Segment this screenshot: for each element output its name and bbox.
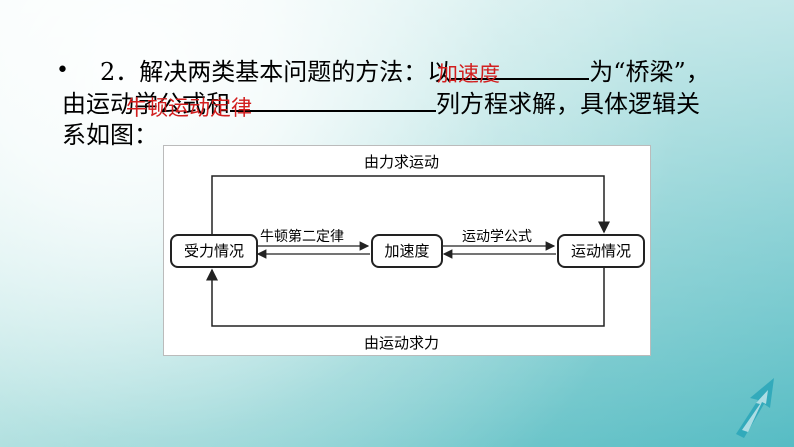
line2-suffix: 列方程求解，具体逻辑关 — [436, 90, 700, 118]
edge-right-label: 运动学公式 — [462, 229, 532, 245]
text-line-2: 由运动学公式和 列方程求解，具体逻辑关 — [62, 88, 700, 119]
bullet-marker: • — [56, 58, 69, 83]
top-loop-label: 由力求运动 — [364, 153, 440, 171]
edge-left-label: 牛顿第二定律 — [260, 229, 344, 245]
blank-2 — [230, 88, 436, 112]
answer-2: 牛顿运动定律 — [126, 96, 252, 120]
node-motion: 运动情况 — [557, 234, 645, 268]
line1-prefix: 2．解决两类基本问题的方法：以 — [100, 58, 452, 86]
node-force: 受力情况 — [170, 234, 258, 268]
answer-1: 加速度 — [437, 62, 500, 86]
blank-1 — [451, 56, 590, 80]
arrow-decoration-icon — [736, 378, 774, 438]
node-acceleration: 加速度 — [371, 234, 443, 268]
line2-prefix: 由运动学公式和 — [62, 90, 230, 118]
bottom-loop-label: 由运动求力 — [364, 334, 440, 352]
top-loop-arrow — [211, 175, 610, 234]
bottom-loop-arrow — [206, 268, 605, 327]
text-line-1: 2．解决两类基本问题的方法：以 为“桥梁”， — [100, 56, 710, 87]
logic-diagram: 由力求运动 由运动求力 牛顿第二定律 运动学公式 受力情况 加速度 运动情况 — [163, 145, 651, 356]
diagram-arrows — [206, 175, 610, 327]
text-line-3: 系如图： — [62, 121, 158, 149]
line1-suffix: 为“桥梁”， — [589, 58, 710, 86]
